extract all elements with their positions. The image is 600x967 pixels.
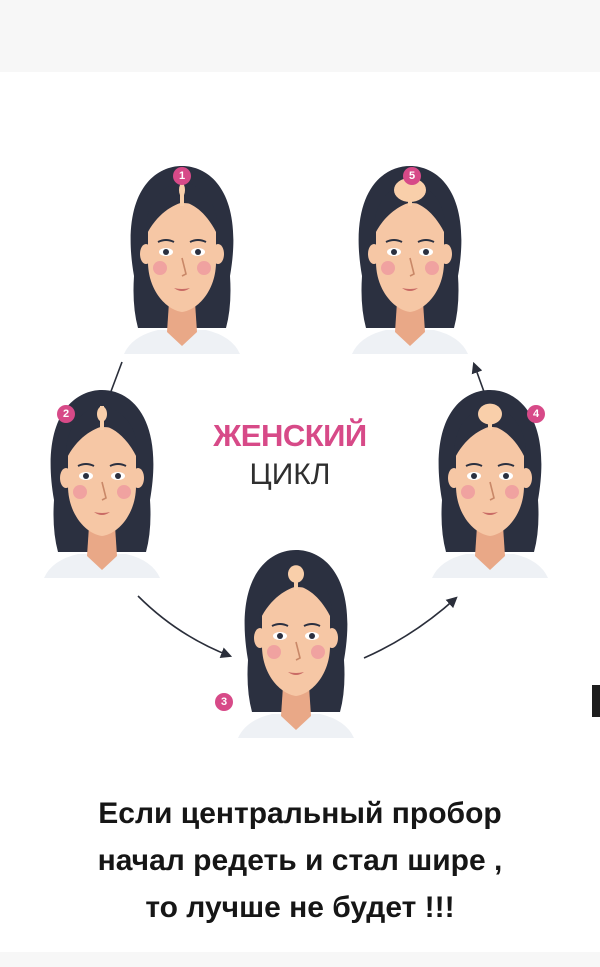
thinning-part-5	[394, 178, 426, 202]
stage-badge-4: 4	[527, 405, 545, 423]
caption: Если центральный пробор начал редеть и с…	[20, 790, 580, 931]
top-band	[0, 0, 600, 72]
woman-stage-5	[351, 165, 469, 355]
stage-badge-1: 1	[173, 167, 191, 185]
caption-line-3: то лучше не будет !!!	[145, 891, 455, 924]
caption-line-1: Если центральный пробор	[98, 797, 502, 830]
woman-stage-2	[43, 389, 161, 579]
thinning-part-2	[97, 406, 107, 422]
diagram-subtitle: ЦИКЛ	[249, 458, 331, 491]
stage-badge-5: 5	[403, 167, 421, 185]
woman-stage-1	[123, 165, 241, 355]
caption-line-2: начал редеть и стал шире ,	[97, 844, 503, 877]
bottom-band	[0, 952, 600, 967]
woman-stage-4	[431, 389, 549, 579]
diagram-title: ЖЕНСКИЙ	[213, 418, 367, 453]
thinning-part-1	[179, 183, 185, 197]
stage-badge-2: 2	[57, 405, 75, 423]
arrow-3-to-4	[363, 596, 458, 659]
thinning-part-4	[478, 403, 502, 425]
edge-mark	[592, 685, 600, 717]
stage-badge-3: 3	[215, 693, 233, 711]
thinning-part-3	[288, 565, 304, 583]
arrow-2-to-3	[137, 595, 233, 659]
woman-stage-3	[237, 549, 355, 739]
